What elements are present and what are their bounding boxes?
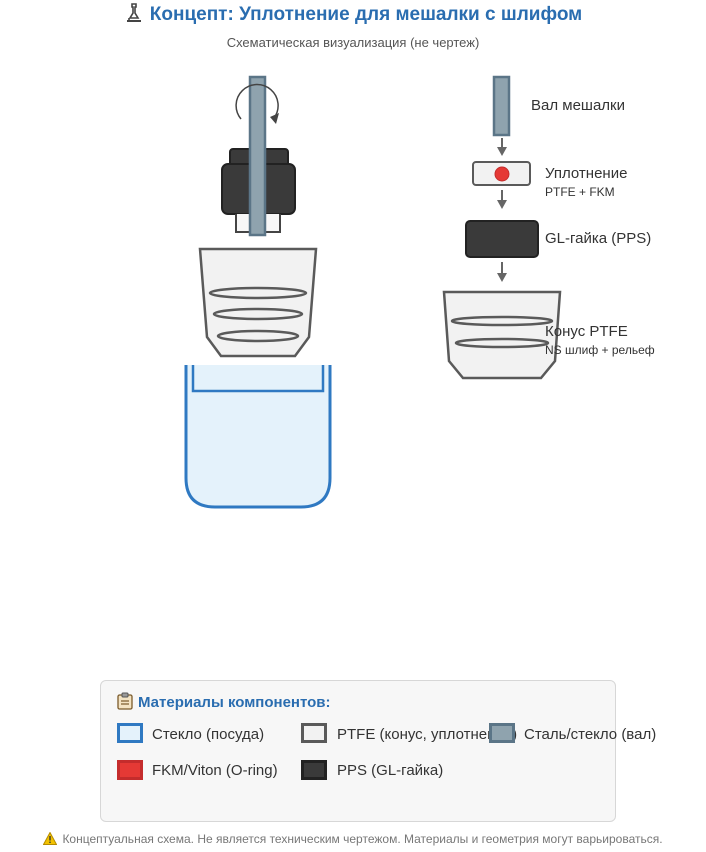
rotation-arrowhead (270, 113, 279, 124)
glass-vessel (184, 365, 332, 509)
microscope-icon (124, 3, 144, 29)
swatch-glass (117, 723, 143, 743)
cone-ring (450, 315, 554, 327)
cone-ring (216, 329, 300, 343)
stirrer-shaft (248, 75, 267, 237)
swatch-fkm (117, 760, 143, 780)
ptfe-cone (198, 247, 318, 358)
warning-icon (43, 831, 58, 848)
vessel-neck (191, 365, 325, 393)
label-seal: Уплотнение (545, 165, 627, 182)
exploded-gl-nut (465, 220, 539, 258)
legend-item-pps: PPS (GL-гайка) (337, 762, 444, 779)
swatch-steel (489, 723, 515, 743)
label-cone-detail: NS шлиф + рельеф (545, 343, 655, 357)
cone-ring (454, 337, 550, 349)
exploded-shaft (492, 75, 511, 137)
legend-item-glass: Стекло (посуда) (152, 726, 265, 743)
assembled-view (184, 75, 332, 509)
legend-item-ptfe: PTFE (конус, уплотнение) (337, 726, 518, 743)
legend-item-steel: Сталь/стекло (вал) (524, 726, 657, 743)
label-shaft: Вал мешалки (531, 97, 625, 114)
clipboard-icon (117, 692, 133, 714)
flow-arrowhead (497, 273, 507, 282)
label-cone: Конус PTFE (545, 323, 628, 340)
footnote-text: Концептуальная схема. Не является технич… (62, 832, 663, 846)
legend-title: Материалы компонентов: (117, 692, 331, 714)
cone-ring (212, 307, 304, 321)
seal-diagram: Вал мешалки Уплотнение PTFE + FKM GL-гай… (184, 75, 655, 509)
exploded-ptfe-cone (442, 290, 562, 380)
legend-item-fkm: FKM/Viton (O-ring) (152, 762, 278, 779)
flow-arrowhead (497, 147, 507, 156)
page-title: Концепт: Уплотнение для мешалки с шлифом (0, 3, 706, 29)
rotation-arrow-icon (235, 83, 279, 120)
swatch-pps (301, 760, 327, 780)
materials-legend: Материалы компонентов: Стекло (посуда) P… (100, 680, 656, 822)
page-title-text: Концепт: Уплотнение для мешалки с шлифом (149, 4, 583, 25)
swatch-ptfe (301, 723, 327, 743)
o-ring (494, 166, 510, 182)
label-seal-material: PTFE + FKM (545, 185, 615, 199)
label-nut: GL-гайка (PPS) (545, 230, 651, 247)
legend-title-text: Материалы компонентов: (138, 694, 331, 711)
cone-ring (208, 286, 308, 300)
exploded-view: Вал мешалки Уплотнение PTFE + FKM GL-гай… (442, 75, 655, 380)
page-subtitle: Схематическая визуализация (не чертеж) (226, 35, 480, 50)
footnote: Концептуальная схема. Не является технич… (0, 831, 706, 848)
flow-arrowhead (497, 200, 507, 209)
